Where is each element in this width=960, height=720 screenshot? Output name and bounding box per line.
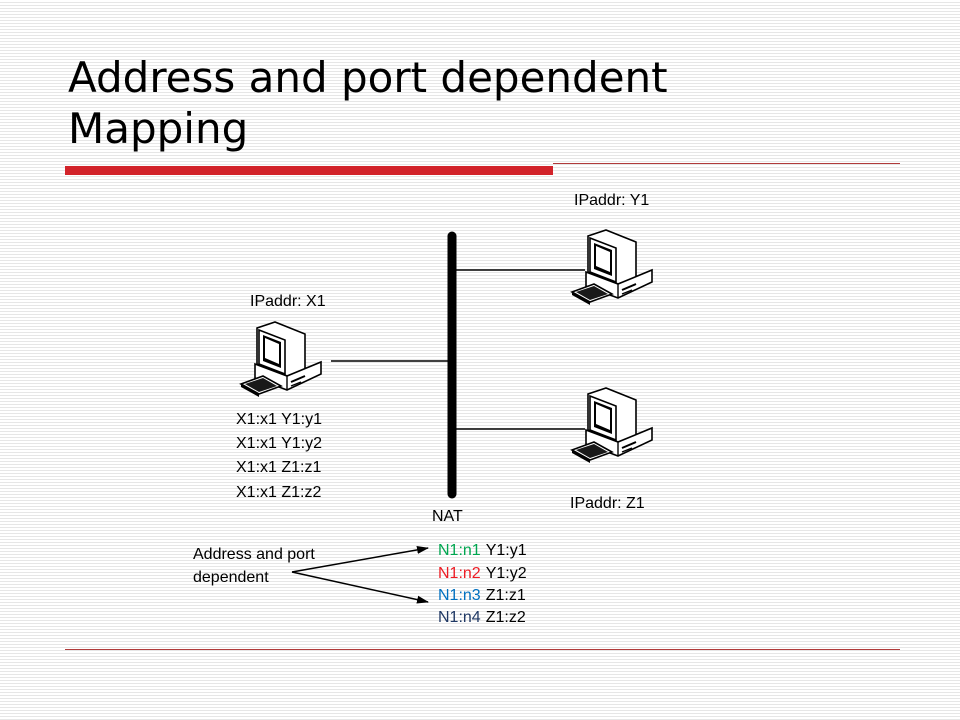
footer-divider-line [65,649,900,650]
session-entry: X1:x1 Z1:z1 [236,459,321,476]
mapping-nat-port: N1:n4 [438,609,481,626]
mapping-entry: N1:n2 Y1:y2 [438,565,527,582]
title-divider-line [553,163,900,164]
slide-title: Address and port dependent Mapping [68,52,908,154]
mapping-entry: N1:n1 Y1:y1 [438,542,527,559]
callout-line-1: Address and port [193,546,315,563]
mapping-entry: N1:n4 Z1:z2 [438,609,526,626]
mapping-dest: Z1:z2 [486,609,526,626]
title-line-1: Address and port dependent [68,53,668,102]
computer-icon [571,229,653,306]
mapping-dest: Z1:z1 [486,587,526,604]
mapping-nat-port: N1:n1 [438,542,481,559]
session-entry: X1:x1 Y1:y1 [236,411,322,428]
computer-icon [240,321,322,398]
session-entry: X1:x1 Z1:z2 [236,484,321,501]
callout-arrow-upper [291,545,429,573]
title-line-2: Mapping [68,104,249,153]
mapping-dest: Y1:y1 [486,542,527,559]
mapping-entry: N1:n3 Z1:z1 [438,587,526,604]
session-entry: X1:x1 Y1:y2 [236,435,322,452]
computer-icon [571,387,653,464]
host-label-y1: IPaddr: Y1 [574,192,649,209]
host-label-z1: IPaddr: Z1 [570,495,645,512]
nat-label: NAT [432,508,463,525]
title-accent-bar [65,166,553,175]
host-label-x1: IPaddr: X1 [250,293,326,310]
callout-arrow-lower [291,571,429,604]
mapping-nat-port: N1:n3 [438,587,481,604]
mapping-nat-port: N1:n2 [438,565,481,582]
callout-line-2: dependent [193,569,269,586]
mapping-dest: Y1:y2 [486,565,527,582]
